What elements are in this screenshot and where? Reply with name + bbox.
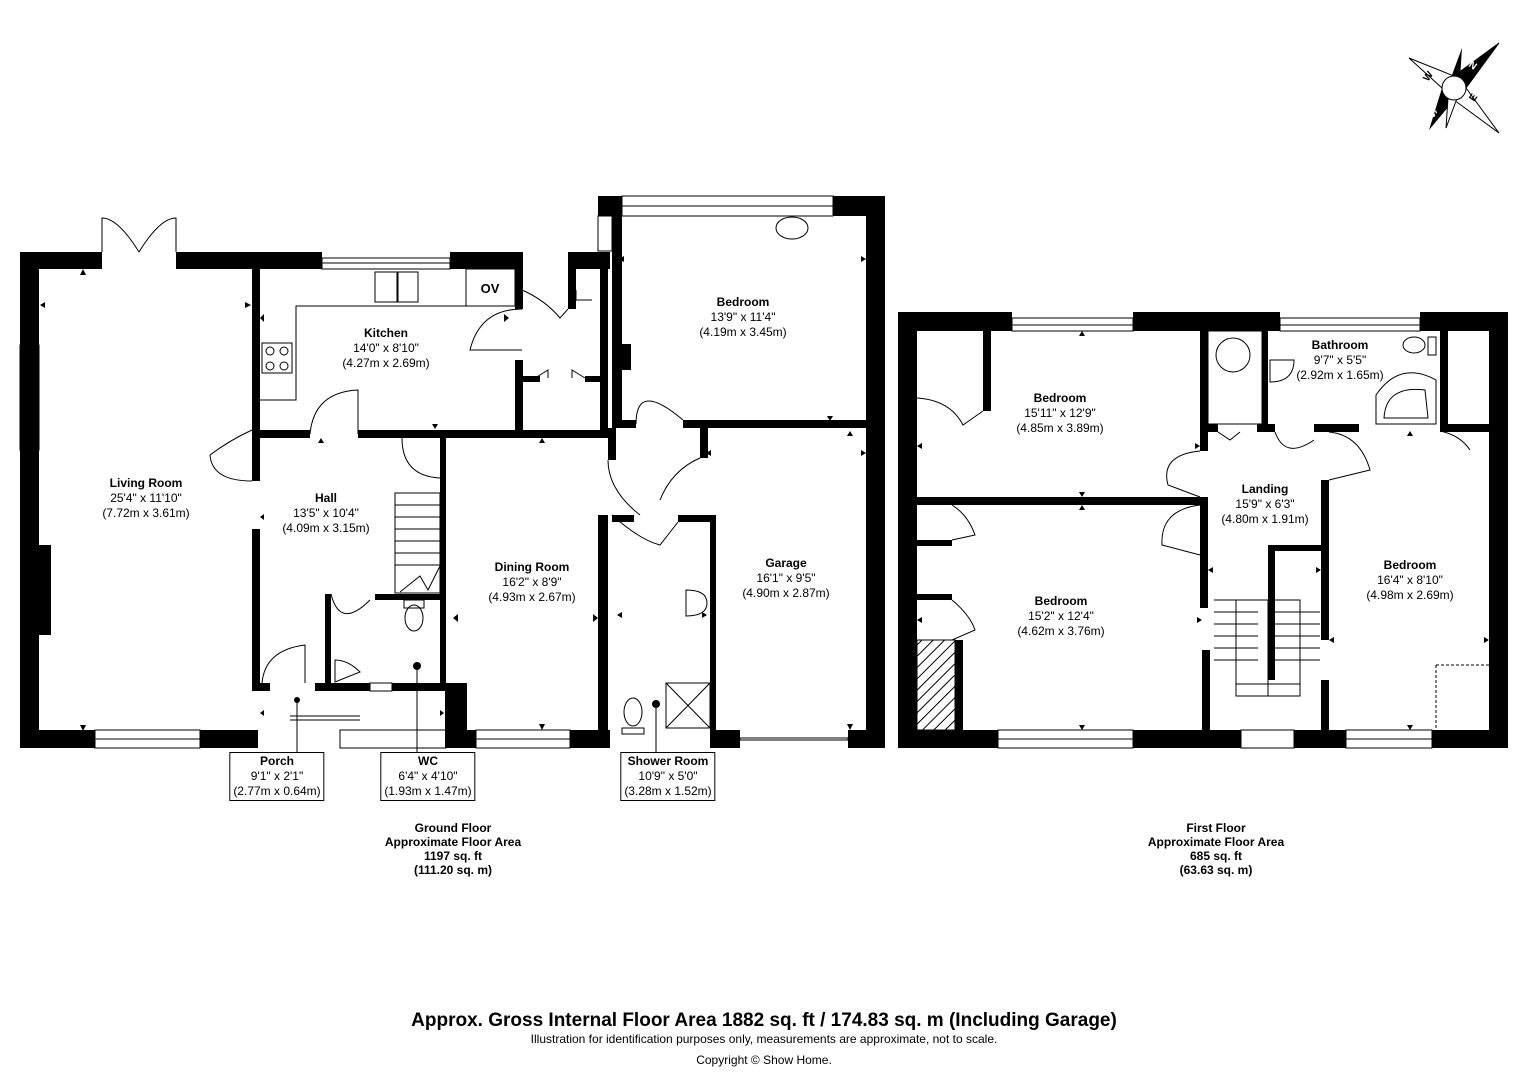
room-label-shower: Shower Room 10'9" x 5'0" (3.28m x 1.52m) [620,752,716,801]
first-floor-caption: First Floor Approximate Floor Area 685 s… [1148,821,1284,877]
room-name: Bedroom [716,295,770,309]
room-name: Garage [765,556,807,570]
room-dim-imperial: 15'9" x 6'3" [1235,497,1295,511]
first-floor-walls [898,312,1508,748]
room-dim-metric: (2.77m x 0.64m) [233,784,321,798]
room-label-bedroom-ground: Bedroom 13'9" x 11'4" (4.19m x 3.45m) [699,295,786,340]
room-dim-imperial: 6'4" x 4'10" [398,769,458,783]
room-dim-imperial: 9'7" x 5'5" [1313,353,1367,367]
first-floor-dimension-arrows [917,331,1489,730]
room-dim-imperial: 10'9" x 5'0" [638,769,698,783]
room-label-dining: Dining Room 16'2" x 8'9" (4.93m x 2.67m) [488,560,575,605]
room-name: Living Room [109,476,183,490]
ground-floor-linework [19,195,849,752]
room-name: Bathroom [1311,338,1369,352]
room-dim-imperial: 15'11" x 12'9" [1024,406,1096,420]
room-dim-metric: (4.98m x 2.69m) [1366,588,1454,602]
room-name: Landing [1241,482,1289,496]
first-floor-linework [916,317,1489,749]
room-name: Bedroom [1034,594,1088,608]
room-label-bedroom-3: Bedroom 16'4" x 8'10" (4.98m x 2.69m) [1366,558,1453,603]
floor-area-caption: Approximate Floor Area [384,835,522,849]
floor-area-metric: (63.63 sq. m) [1179,863,1253,877]
room-dim-imperial: 13'9" x 11'4" [710,310,776,324]
floor-name: First Floor [1186,821,1246,835]
room-name: Dining Room [494,560,570,574]
leader-dots [294,662,660,708]
room-dim-metric: (3.28m x 1.52m) [624,784,712,798]
compass-s-label: S [1428,106,1440,119]
room-label-living: Living Room 25'4" x 11'10" (7.72m x 3.61… [102,476,189,521]
floor-area-caption: Approximate Floor Area [1147,835,1285,849]
room-dim-metric: (1.93m x 1.47m) [384,784,472,798]
floor-name: Ground Floor [414,821,492,835]
kitchen-oven-label: OV [480,281,500,296]
room-dim-metric: (7.72m x 3.61m) [102,506,190,520]
room-name: Bedroom [1033,391,1087,405]
room-label-hall: Hall 13'5" x 10'4" (4.09m x 3.15m) [282,491,369,536]
room-label-porch: Porch 9'1" x 2'1" (2.77m x 0.64m) [229,752,325,801]
room-dim-imperial: 9'1" x 2'1" [250,769,304,783]
room-name: Bedroom [1383,558,1437,572]
ground-floor-caption: Ground Floor Approximate Floor Area 1197… [385,821,521,877]
room-dim-metric: (4.09m x 3.15m) [282,521,370,535]
room-label-bedroom-1: Bedroom 15'11" x 12'9" (4.85m x 3.89m) [1016,391,1103,436]
room-dim-imperial: 15'2" x 12'4" [1028,609,1094,623]
room-dim-metric: (4.85m x 3.89m) [1016,421,1104,435]
room-name: Porch [259,754,294,768]
floor-area-imperial: 685 sq. ft [1189,849,1243,863]
ground-floor-walls [20,196,885,748]
floor-area-metric: (111.20 sq. m) [413,863,493,877]
room-dim-imperial: 16'1" x 9'5" [756,571,816,585]
copyright-text: Copyright © Show Home. [696,1053,832,1067]
room-name: WC [418,754,438,768]
room-dim-imperial: 14'0" x 8'10" [353,341,419,355]
room-name: Hall [314,491,337,505]
room-dim-metric: (4.19m x 3.45m) [699,325,787,339]
disclaimer-text: Illustration for identification purposes… [530,1032,998,1046]
room-dim-metric: (4.80m x 1.91m) [1221,512,1309,526]
room-label-wc: WC 6'4" x 4'10" (1.93m x 1.47m) [380,752,476,801]
room-dim-imperial: 25'4" x 11'10" [110,491,182,505]
room-dim-metric: (4.93m x 2.67m) [488,590,576,604]
compass-rose-icon: N E S W [1408,42,1500,134]
total-floor-area: Approx. Gross Internal Floor Area 1882 s… [411,1010,1117,1031]
room-label-bathroom: Bathroom 9'7" x 5'5" (2.92m x 1.65m) [1296,338,1383,383]
room-dim-metric: (4.27m x 2.69m) [342,356,430,370]
dimension-arrows [40,256,866,731]
room-label-kitchen: Kitchen 14'0" x 8'10" (4.27m x 2.69m) [342,326,429,371]
room-dim-imperial: 16'2" x 8'9" [502,575,562,589]
floor-area-imperial: 1197 sq. ft [423,849,483,863]
chimney-hatch [916,639,956,731]
room-name: Shower Room [627,754,709,768]
room-label-bedroom-2: Bedroom 15'2" x 12'4" (4.62m x 3.76m) [1017,594,1104,639]
room-label-garage: Garage 16'1" x 9'5" (4.90m x 2.87m) [742,556,829,601]
room-dim-imperial: 16'4" x 8'10" [1377,573,1443,587]
room-dim-metric: (2.92m x 1.65m) [1296,368,1384,382]
room-dim-metric: (4.62m x 3.76m) [1017,624,1105,638]
room-dim-metric: (4.90m x 2.87m) [742,586,830,600]
room-name: Kitchen [363,326,408,340]
room-label-landing: Landing 15'9" x 6'3" (4.80m x 1.91m) [1221,482,1308,527]
room-dim-imperial: 13'5" x 10'4" [293,506,359,520]
